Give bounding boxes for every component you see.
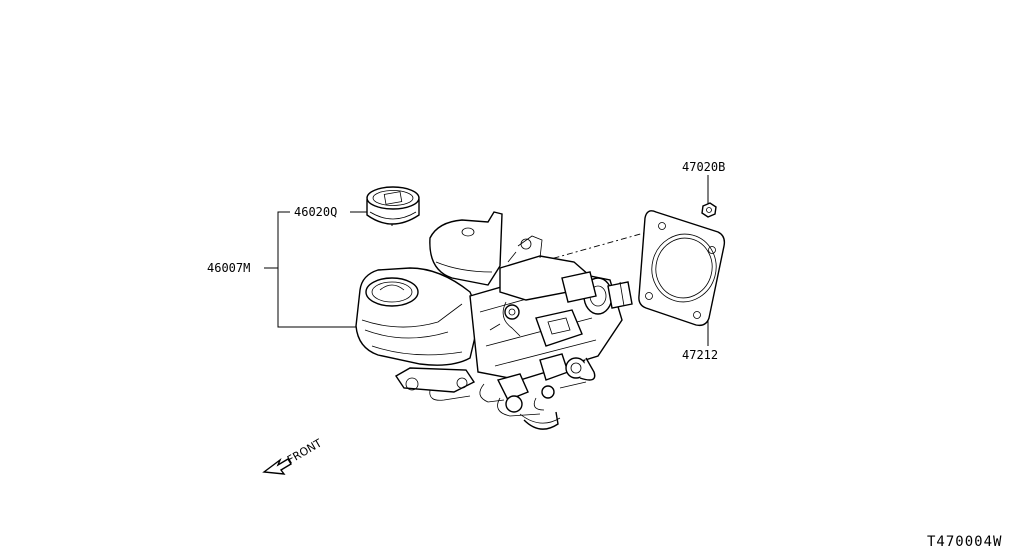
front-arrow: FRONT [262, 436, 324, 475]
label-reservoir-tank: 46007M [207, 261, 250, 275]
nut [701, 202, 717, 218]
reservoir-cap [366, 186, 420, 225]
gasket [638, 210, 726, 327]
front-label: FRONT [285, 436, 324, 466]
label-nut: 47020B [682, 160, 725, 174]
label-reservoir-cap: 46020Q [294, 205, 337, 219]
diagram-code: T470004W [927, 534, 1002, 550]
master-cylinder-assembly [355, 211, 633, 430]
label-gasket: 47212 [682, 348, 718, 362]
